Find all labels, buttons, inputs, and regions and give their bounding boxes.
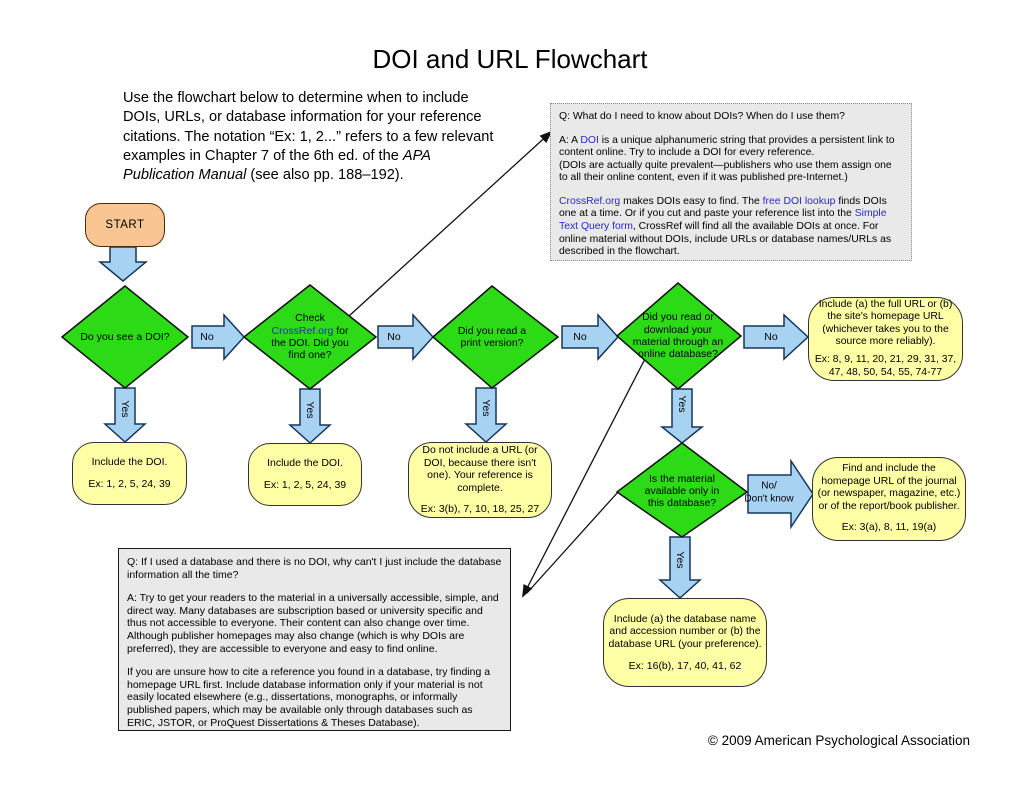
result-text: Include (a) the full URL or (b) the site…: [818, 298, 953, 347]
answer-segment: A: A: [559, 134, 581, 146]
crossref-link[interactable]: CrossRef.org: [559, 195, 621, 207]
result-text: Do not include a URL (or DOI, because th…: [422, 444, 538, 494]
yes-arrow-2: [288, 388, 332, 445]
decision-diamond-only-this-database: [615, 442, 749, 538]
decision-diamond-crossref: [242, 284, 378, 390]
result-examples: Ex: 3(b), 7, 10, 18, 25, 27: [420, 503, 540, 516]
no-dont-know-label: No/Don't know: [744, 480, 794, 505]
arrow-d4-to-database-note: [522, 354, 648, 598]
simple-text-query-link[interactable]: Simple Text Query form: [559, 208, 887, 233]
arrow-to-doi-info-box: [348, 130, 553, 317]
result-examples: Ex: 1, 2, 5, 24, 39: [263, 479, 347, 491]
decision-segment: for the DOI. Did you find one?: [271, 324, 349, 362]
answer-segment: finds DOIs one at a time. Or if you cut …: [559, 195, 887, 220]
no-label-1: No: [200, 331, 214, 343]
result-homepage-url: Find and include the homepage URL of the…: [812, 457, 966, 541]
start-label: START: [105, 219, 145, 231]
start-node: START: [85, 203, 165, 247]
intro-manual-title: APA Publication Manual: [123, 147, 431, 183]
result-examples: Ex: 8, 9, 11, 20, 21, 29, 31, 37, 47, 48…: [814, 354, 957, 378]
start-arrow: [97, 246, 149, 282]
database-note-answer-2: If you are unsure how to cite a referenc…: [127, 666, 491, 729]
no-arrow-2: [377, 313, 435, 361]
yes-label-5: Yes: [674, 551, 686, 569]
no-arrow-1: [191, 313, 246, 361]
no-label-4: No: [764, 331, 778, 343]
yes-arrow-3: [464, 387, 508, 444]
no-label-3: No: [573, 331, 587, 343]
doi-info-box: Q: What do I need to know about DOIs? Wh…: [550, 103, 912, 261]
result-full-url: Include (a) the full URL or (b) the site…: [808, 297, 963, 381]
yes-arrow-5: [658, 536, 702, 600]
database-note-box: Q: If I used a database and there is no …: [118, 548, 511, 731]
intro-segment: Use the flowchart below to determine whe…: [123, 90, 494, 164]
intro-segment: (see also pp. 188–192).: [246, 167, 404, 183]
no-dont-know-arrow: [747, 458, 814, 530]
doi-link[interactable]: DOI: [580, 134, 599, 146]
decision-label-crossref: Check CrossRef.org for the DOI. Did you …: [246, 286, 374, 388]
doi-info-answer: A: A DOI is a unique alphanumeric string…: [559, 135, 903, 160]
yes-label-4: Yes: [676, 395, 688, 413]
no-arrow-3: [561, 313, 620, 361]
decision-label-online-database: Did you read or download your material t…: [632, 311, 724, 361]
copyright-text: © 2009 American Psychological Associatio…: [707, 733, 970, 748]
answer-segment: is a unique alphanumeric string that pro…: [559, 134, 895, 159]
result-include-doi-2: Include the DOI. Ex: 1, 2, 5, 24, 39: [248, 443, 362, 506]
decision-label-see-doi: Do you see a DOI?: [80, 330, 170, 343]
decision-diamond-online-database: [615, 282, 743, 390]
decision-diamond-print-version: [431, 285, 560, 389]
result-examples: Ex: 16(b), 17, 40, 41, 62: [628, 659, 742, 672]
answer-segment: makes DOIs easy to find. The: [620, 195, 763, 207]
free-doi-lookup-link[interactable]: free DOI lookup: [762, 195, 836, 207]
database-note-answer-1: A: Try to get your readers to the materi…: [127, 592, 499, 655]
result-include-doi-1: Include the DOI. Ex: 1, 2, 5, 24, 39: [72, 442, 187, 505]
no-arrow-4: [743, 313, 810, 361]
intro-text: Use the flowchart below to determine whe…: [123, 89, 501, 185]
yes-label-1: Yes: [119, 400, 131, 418]
answer-segment: , CrossRef will find all the available D…: [559, 221, 892, 258]
no-label-2: No: [387, 331, 401, 343]
yes-arrow-4: [659, 388, 705, 444]
yes-label-3: Yes: [480, 399, 492, 417]
yes-label-2: Yes: [304, 401, 316, 419]
result-examples: Ex: 3(a), 8, 11, 19(a): [841, 522, 937, 534]
result-no-url: Do not include a URL (or DOI, because th…: [408, 442, 552, 518]
decision-label-only-this-database: Is the material available only in this d…: [644, 472, 720, 510]
crossref-paragraph: CrossRef.org makes DOIs easy to find. Th…: [559, 196, 903, 259]
decision-segment: Check: [295, 312, 325, 325]
result-examples: Ex: 1, 2, 5, 24, 39: [88, 478, 171, 490]
result-database-info: Include (a) the database name and access…: [603, 598, 767, 687]
database-note-question: Q: If I used a database and there is no …: [127, 556, 502, 581]
crossref-diamond-link[interactable]: CrossRef.org: [271, 324, 334, 337]
result-text: Include the DOI.: [91, 456, 168, 469]
result-text: Include the DOI.: [267, 457, 343, 470]
result-text: Find and include the homepage URL of the…: [817, 463, 961, 512]
result-text: Include (a) the database name and access…: [608, 612, 762, 650]
page-title: DOI and URL Flowchart: [372, 44, 648, 74]
decision-label-print-version: Did you read a print version?: [457, 324, 527, 349]
doi-info-question: Q: What do I need to know about DOIs? Wh…: [559, 111, 845, 122]
doi-info-note: (DOIs are actually quite prevalent—publi…: [559, 159, 892, 184]
arrow-d5-to-database-note: [526, 491, 619, 594]
decision-diamond-see-doi: [60, 285, 190, 389]
yes-arrow-1: [103, 387, 147, 444]
